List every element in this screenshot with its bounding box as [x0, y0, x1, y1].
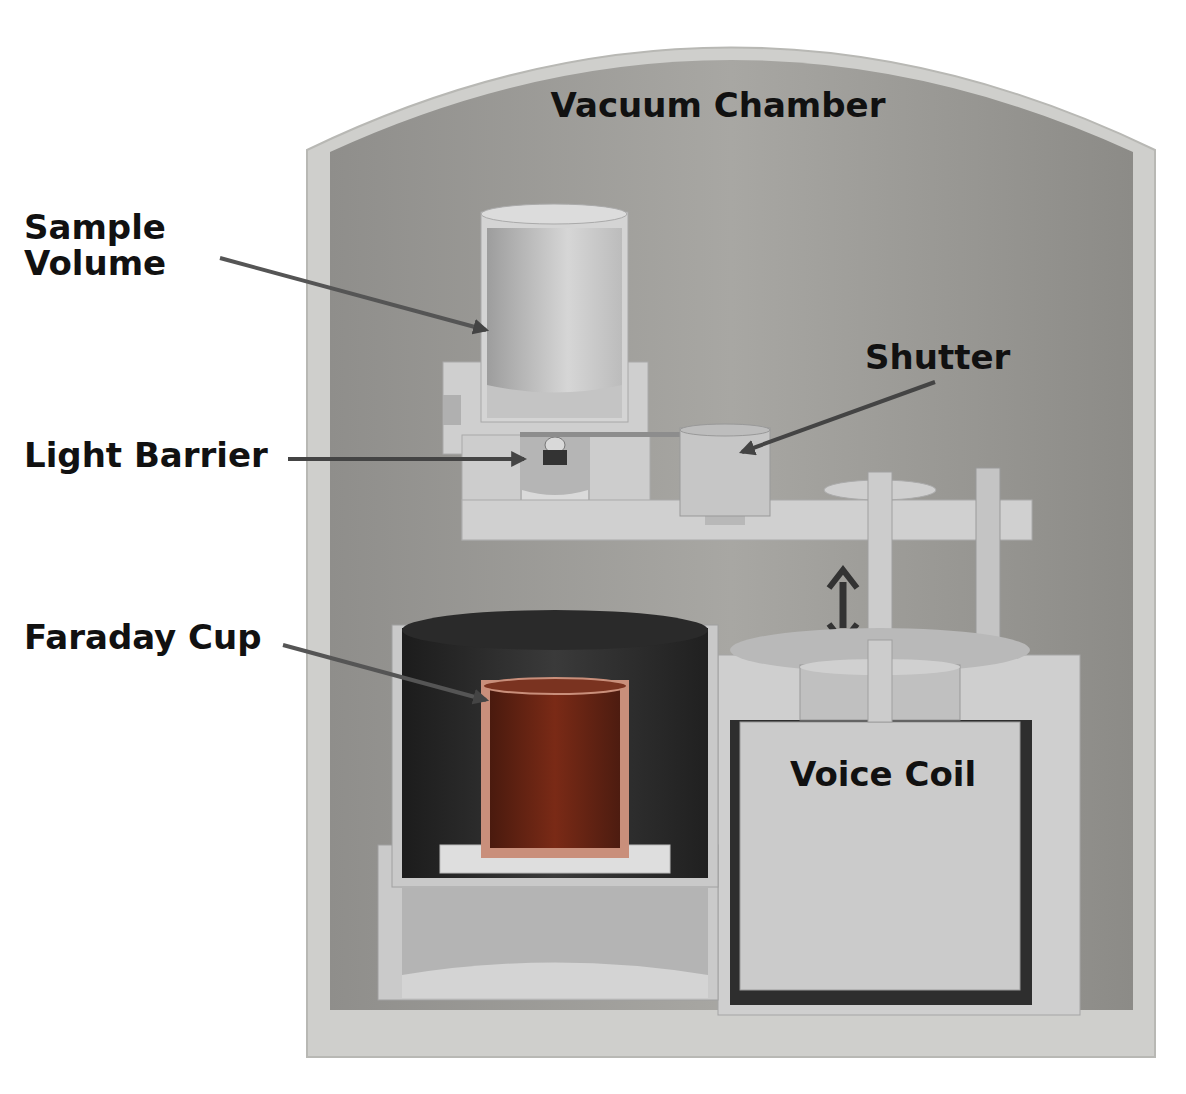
part-title: Vacuum Chamber — [551, 88, 886, 124]
callout-label: Light Barrier — [24, 438, 268, 474]
leader-line — [220, 258, 486, 330]
leader-line — [288, 457, 524, 461]
callout-label: Shutter — [865, 340, 1010, 376]
callout-label: Faraday Cup — [24, 620, 262, 656]
leader-line — [742, 382, 935, 452]
callout-label: Sample Volume — [24, 210, 214, 281]
leader-line — [283, 645, 486, 700]
part-title: Voice Coil — [790, 757, 976, 793]
